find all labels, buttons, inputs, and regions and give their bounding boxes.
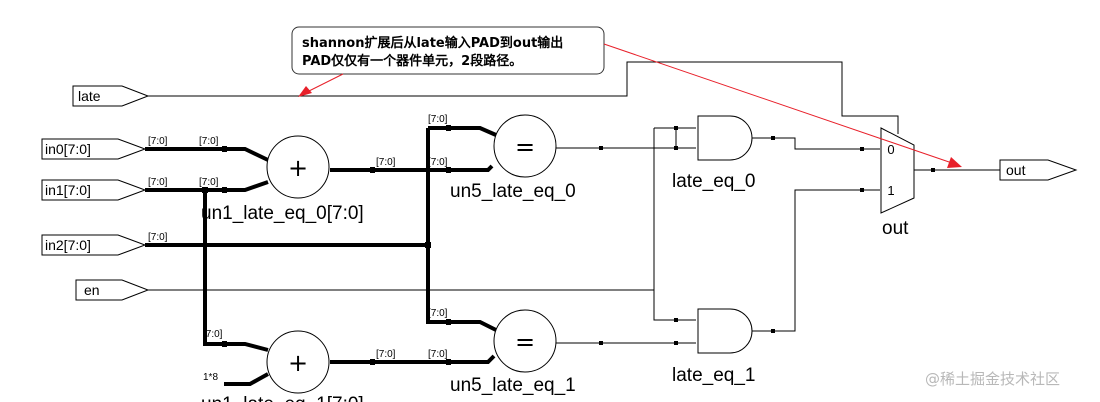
adder-0-label: un1_late_eq_0[7:0] <box>201 203 364 224</box>
port-in0[interactable]: in0[7:0] <box>41 138 147 160</box>
svg-text:[7:0]: [7:0] <box>428 114 448 125</box>
comparator-1[interactable]: = <box>493 309 557 373</box>
adder-0[interactable]: + <box>266 135 330 199</box>
bus-junctions <box>202 125 451 365</box>
port-out[interactable]: out <box>999 159 1078 181</box>
and-gate-1[interactable] <box>697 308 753 354</box>
svg-text:[7:0]: [7:0] <box>428 308 448 319</box>
svg-text:[7:0]: [7:0] <box>148 232 168 243</box>
port-in1[interactable]: in1[7:0] <box>41 179 147 201</box>
annotation-line-1: shannon扩展后从late输入PAD到out输出 <box>302 35 563 51</box>
svg-text:[7:0]: [7:0] <box>199 177 219 188</box>
adder-1-label: un1_late_eq_1[7:0] <box>201 394 364 402</box>
and-gate-0-label: late_eq_0 <box>672 171 755 192</box>
svg-text:[7:0]: [7:0] <box>203 329 223 340</box>
svg-text:[7:0]: [7:0] <box>148 136 168 147</box>
port-en-label: en <box>84 282 100 298</box>
port-in1-label: in1[7:0] <box>45 182 91 198</box>
and-gate-0[interactable] <box>697 115 753 161</box>
comparator-0-label: un5_late_eq_0 <box>450 181 576 202</box>
svg-text:[7:0]: [7:0] <box>376 349 396 360</box>
output-mux[interactable]: 0 1 <box>880 127 915 214</box>
adder-1-symbol: + <box>288 349 308 377</box>
bus-network <box>145 126 497 386</box>
watermark: @稀土掘金技术社区 <box>925 370 1060 388</box>
mux-pin-0: 0 <box>887 142 894 157</box>
mux-label: out <box>882 218 909 239</box>
mux-pin-1: 1 <box>887 183 894 198</box>
annotation-arrows <box>298 43 962 168</box>
port-in0-label: in0[7:0] <box>45 141 91 157</box>
annotation-line-2: PAD仅仅有一个器件单元，2段路径。 <box>302 53 522 69</box>
comparator-0[interactable]: = <box>493 114 557 178</box>
port-late[interactable]: late <box>72 85 150 107</box>
comparator-1-symbol: = <box>515 328 535 356</box>
replicate-label: 1*8 <box>203 372 218 383</box>
port-out-label: out <box>1006 162 1026 178</box>
arrow-head-left <box>298 86 312 97</box>
comparator-1-label: un5_late_eq_1 <box>450 375 576 396</box>
bus-width-labels: [7:0] [7:0] [7:0] [7:0] [7:0] [7:0] [7:0… <box>148 114 448 360</box>
wire-late <box>148 61 899 134</box>
svg-text:[7:0]: [7:0] <box>148 177 168 188</box>
annotation-callout: shannon扩展后从late输入PAD到out输出 PAD仅仅有一个器件单元，… <box>291 26 605 75</box>
port-in2-label: in2[7:0] <box>45 237 91 253</box>
port-en[interactable]: en <box>75 279 150 301</box>
port-late-label: late <box>78 88 101 104</box>
arrow-head-right <box>947 157 962 168</box>
svg-text:[7:0]: [7:0] <box>199 136 219 147</box>
svg-text:[7:0]: [7:0] <box>376 157 396 168</box>
adder-1[interactable]: + <box>266 330 330 394</box>
port-in2[interactable]: in2[7:0] <box>41 234 147 256</box>
svg-text:[7:0]: [7:0] <box>428 157 448 168</box>
adder-0-symbol: + <box>288 154 308 182</box>
and-gate-1-label: late_eq_1 <box>672 365 755 386</box>
wire-dots <box>599 126 935 345</box>
signal-wires <box>148 127 1000 344</box>
svg-text:[7:0]: [7:0] <box>428 349 448 360</box>
comparator-0-symbol: = <box>515 133 535 161</box>
